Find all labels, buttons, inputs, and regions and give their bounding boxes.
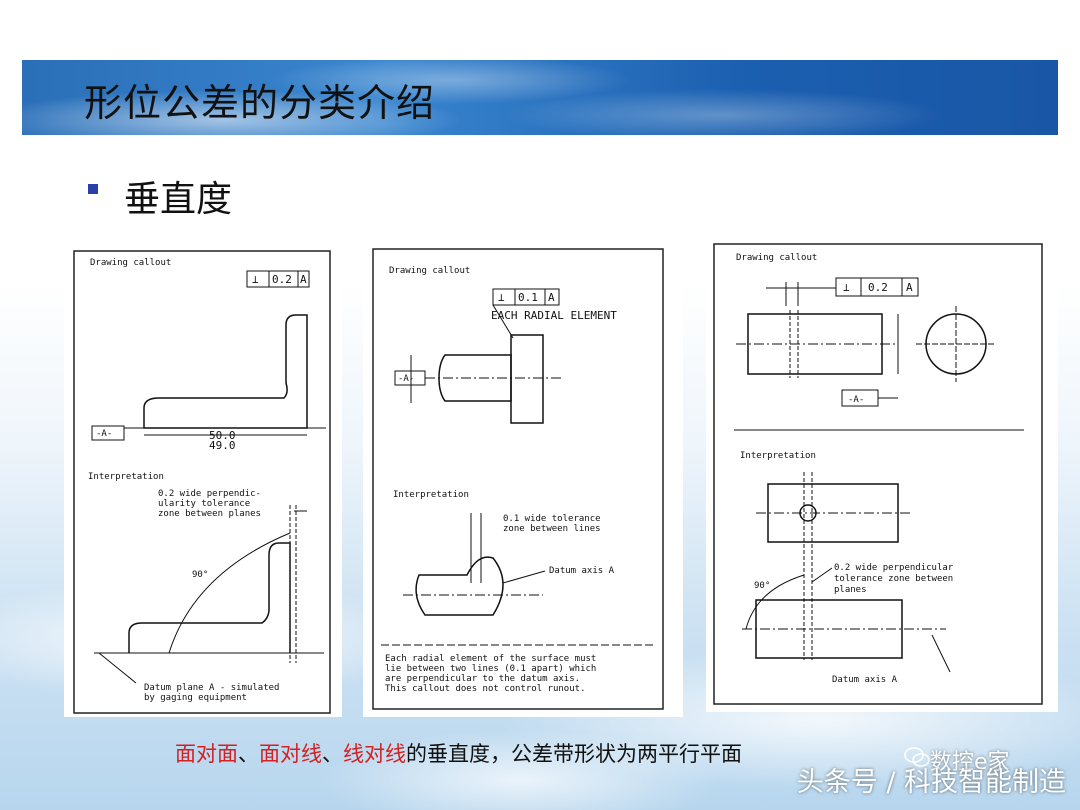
- title-bar: 形位公差的分类介绍: [22, 60, 1058, 135]
- fig3-interp-label: Interpretation: [740, 451, 816, 461]
- caption-line-to-line: 线对线: [343, 742, 406, 766]
- fig3-fcf-symbol: ⊥: [843, 281, 850, 294]
- fig2-radial-note: EACH RADIAL ELEMENT: [491, 309, 617, 322]
- fig1-callout-label: Drawing callout: [90, 258, 171, 268]
- fig3-zone-note-3: planes: [834, 585, 867, 595]
- fig2-footnote-2: lie between two lines (0.1 apart) which: [385, 664, 596, 674]
- fig3-fcf-datum: A: [906, 281, 913, 294]
- fig2-footnote-4: This callout does not control runout.: [385, 684, 585, 694]
- bullet-heading: 垂直度: [124, 179, 233, 220]
- fig1-dim-lower: 49.0: [209, 439, 236, 452]
- figure-2-panel: Drawing callout ⊥ 0.1 A EACH RADIAL ELEM…: [363, 243, 683, 717]
- bullet-marker: [88, 184, 98, 194]
- fig3-datum-label: -A-: [848, 395, 864, 405]
- fig1-fcf-value: 0.2: [272, 273, 292, 286]
- figure-2-drawing: Drawing callout ⊥ 0.1 A EACH RADIAL ELEM…: [372, 248, 664, 710]
- fig3-feature-control-frame: ⊥ 0.2 A: [835, 277, 919, 297]
- fig2-axis-note: Datum axis A: [549, 566, 615, 576]
- fig3-zone-note-1: 0.2 wide perpendicular: [834, 563, 954, 573]
- figure-3-drawing: Drawing callout ⊥ 0.2 A -A- Interpretati…: [713, 243, 1043, 705]
- fig2-fcf-value: 0.1: [518, 291, 538, 304]
- figure-1-panel: Drawing callout ⊥ 0.2 A -A- 50.0 49.0 In…: [64, 243, 342, 717]
- fig1-feature-control-frame: ⊥ 0.2 A: [246, 270, 310, 288]
- fig2-zone-note-1: 0.1 wide tolerance: [503, 514, 601, 524]
- fig3-zone-note-2: tolerance zone between: [834, 574, 953, 584]
- watermark-source: 头条号 / 科技智能制造: [796, 767, 1066, 798]
- fig2-footnote-3: are perpendicular to the datum axis.: [385, 674, 580, 684]
- caption-sep-1: 、: [238, 742, 259, 766]
- fig3-fcf-value: 0.2: [868, 281, 888, 294]
- fig1-dim-upper: 50.0: [209, 429, 236, 442]
- fig1-datum-note-2: by gaging equipment: [144, 693, 247, 703]
- fig1-zone-note-2: ularity tolerance: [158, 499, 250, 509]
- fig2-feature-control-frame: ⊥ 0.1 A: [492, 288, 560, 306]
- fig1-fcf-symbol: ⊥: [252, 273, 259, 286]
- caption-face-to-face: 面对面: [175, 742, 238, 766]
- slide-caption: 面对面、面对线、线对线的垂直度，公差带形状为两平行平面: [175, 738, 742, 768]
- fig3-axis-note: Datum axis A: [832, 675, 898, 685]
- fig1-zone-note-3: zone between planes: [158, 509, 261, 519]
- fig1-zone-note-1: 0.2 wide perpendic-: [158, 489, 261, 499]
- fig2-interp-label: Interpretation: [393, 490, 469, 500]
- fig2-zone-note-2: zone between lines: [503, 524, 601, 534]
- fig2-callout-label: Drawing callout: [389, 266, 470, 276]
- fig1-datum-note-1: Datum plane A - simulated: [144, 683, 279, 693]
- watermark-account: 数控e家: [930, 750, 1010, 775]
- fig1-fcf-datum: A: [300, 273, 307, 286]
- fig1-angle: 90°: [192, 570, 208, 580]
- fig2-footnote-1: Each radial element of the surface must: [385, 654, 596, 664]
- caption-face-to-line: 面对线: [259, 742, 322, 766]
- fig2-fcf-datum: A: [548, 291, 555, 304]
- figure-3-panel: Drawing callout ⊥ 0.2 A -A- Interpretati…: [706, 240, 1058, 712]
- fig3-angle: 90°: [754, 581, 770, 591]
- caption-sep-2: 、: [322, 742, 343, 766]
- wechat-icon: [904, 747, 930, 767]
- slide-title: 形位公差的分类介绍: [84, 81, 436, 125]
- caption-rest: 的垂直度，公差带形状为两平行平面: [406, 742, 742, 766]
- figure-1-drawing: Drawing callout ⊥ 0.2 A -A- 50.0 49.0 In…: [73, 250, 331, 714]
- fig1-datum-label: -A-: [96, 429, 112, 439]
- fig2-datum-label: -A-: [398, 374, 414, 384]
- fig3-callout-label: Drawing callout: [736, 253, 817, 263]
- fig2-fcf-symbol: ⊥: [498, 291, 505, 304]
- fig1-interp-label: Interpretation: [88, 472, 164, 482]
